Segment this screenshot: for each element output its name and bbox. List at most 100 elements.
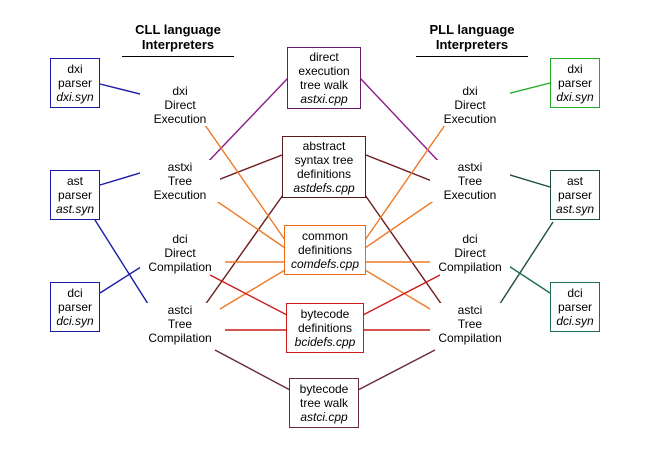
cll-heading-line2: Interpreters <box>141 37 215 52</box>
pll-heading-line2: Interpreters <box>435 37 509 52</box>
cll-dci-parser-line2: parser <box>57 300 92 314</box>
pll-dci-line2: Direct <box>454 246 486 260</box>
cll-ast-parser-line1: ast <box>66 174 83 188</box>
connector-astdefs-left-astci <box>204 194 284 306</box>
cll-ast-parser-file: ast.syn <box>55 202 94 216</box>
pll-ast-parser-box: ast parser ast.syn <box>550 170 600 220</box>
module-astxi-line3: tree walk <box>299 78 349 92</box>
pll-dci-parser-file: dci.syn <box>556 314 594 328</box>
module-astci-file: astci.cpp <box>300 410 348 424</box>
cll-dci-line2: Direct <box>164 246 196 260</box>
cll-astxi-interpreter: astxi Tree Execution <box>140 160 220 202</box>
module-astdefs-line2: syntax tree <box>294 153 354 167</box>
pll-dci-interpreter: dci Direct Compilation <box>430 232 510 274</box>
connector-astci-walk-left <box>214 349 291 391</box>
connector-left-ast-parser-to-astci <box>94 219 156 316</box>
cll-dci-parser-file: dci.syn <box>56 314 94 328</box>
pll-dxi-line2: Direct <box>454 98 486 112</box>
cll-dci-line1: dci <box>172 232 188 246</box>
cll-dxi-parser-line1: dxi <box>67 62 83 76</box>
module-bcidefs-line2: definitions <box>297 321 353 335</box>
cll-astxi-line3: Execution <box>153 188 207 202</box>
cll-heading: CLL language Interpreters <box>118 22 238 57</box>
pll-dxi-parser-file: dxi.syn <box>556 90 594 104</box>
pll-heading-line1: PLL language <box>429 22 515 37</box>
module-bcidefs-line1: bytecode <box>300 307 350 321</box>
module-astdefs-file: astdefs.cpp <box>293 181 355 195</box>
connector-astdefs-right-astxi <box>365 154 443 186</box>
pll-dxi-line1: dxi <box>462 84 478 98</box>
cll-dci-line3: Compilation <box>148 260 212 274</box>
connector-comdefs-left-astxi <box>214 199 286 249</box>
module-bcidefs-file: bcidefs.cpp <box>294 335 356 349</box>
connector-astdefs-right-astci <box>364 194 443 306</box>
cll-dxi-parser-file: dxi.syn <box>56 90 94 104</box>
cll-ast-parser-line2: parser <box>57 188 92 202</box>
module-astdefs-line1: abstract <box>302 139 346 153</box>
bytecode-definitions-box: bytecode definitions bcidefs.cpp <box>286 303 364 353</box>
pll-astxi-interpreter: astxi Tree Execution <box>430 160 510 202</box>
pll-astxi-line1: astxi <box>457 160 483 174</box>
module-astdefs-line3: definitions <box>296 167 352 181</box>
module-comdefs-line1: common <box>301 229 348 243</box>
cll-dci-parser-line1: dci <box>67 286 83 300</box>
pll-astci-line2: Tree <box>457 317 483 331</box>
connector-tree-walk-right <box>359 77 443 166</box>
cll-astxi-line2: Tree <box>167 174 193 188</box>
cll-astxi-line1: astxi <box>167 160 193 174</box>
cll-heading-line1: CLL language <box>135 22 221 37</box>
pll-dci-parser-box: dci parser dci.syn <box>550 282 600 332</box>
cll-dxi-parser-box: dxi parser dxi.syn <box>50 58 100 108</box>
cll-dxi-line3: Execution <box>153 112 207 126</box>
pll-dxi-parser-box: dxi parser dxi.syn <box>550 58 600 108</box>
pll-ast-parser-line1: ast <box>566 174 583 188</box>
pll-astci-interpreter: astci Tree Compilation <box>430 303 510 345</box>
direct-execution-tree-walk-box: direct execution tree walk astxi.cpp <box>287 47 361 109</box>
cll-dxi-line1: dxi <box>172 84 188 98</box>
cll-ast-parser-box: ast parser ast.syn <box>50 170 100 220</box>
pll-astci-line3: Compilation <box>438 331 502 345</box>
pll-dxi-parser-line2: parser <box>557 76 592 90</box>
connector-astci-walk-right <box>357 349 436 391</box>
pll-dci-parser-line2: parser <box>557 300 592 314</box>
cll-astci-line3: Compilation <box>148 331 212 345</box>
connector-comdefs-left-dxi <box>204 124 286 241</box>
cll-astci-line2: Tree <box>167 317 193 331</box>
pll-dci-line1: dci <box>462 232 478 246</box>
abstract-syntax-tree-definitions-box: abstract syntax tree definitions astdefs… <box>282 136 366 198</box>
pll-heading-rule <box>416 56 528 57</box>
connector-comdefs-right-astxi <box>364 199 436 249</box>
connector-bcidefs-right-dci <box>362 274 441 316</box>
pll-dxi-interpreter: dxi Direct Execution <box>430 84 510 126</box>
pll-ast-parser-file: ast.syn <box>555 202 594 216</box>
cll-dxi-line2: Direct <box>164 98 196 112</box>
cll-heading-rule <box>122 56 234 57</box>
common-definitions-box: common definitions comdefs.cpp <box>284 225 366 275</box>
cll-dxi-parser-line2: parser <box>57 76 92 90</box>
pll-astxi-line2: Tree <box>457 174 483 188</box>
module-astci-line1: bytecode <box>299 382 349 396</box>
module-astxi-line2: execution <box>298 64 350 78</box>
cll-dci-interpreter: dci Direct Compilation <box>140 232 220 274</box>
module-astxi-file: astxi.cpp <box>300 92 348 106</box>
connector-right-ast-parser-to-astci <box>491 221 554 317</box>
module-astci-line2: tree walk <box>299 396 349 410</box>
pll-ast-parser-line2: parser <box>557 188 592 202</box>
module-comdefs-file: comdefs.cpp <box>290 257 360 271</box>
cll-dci-parser-box: dci parser dci.syn <box>50 282 100 332</box>
pll-heading: PLL language Interpreters <box>412 22 532 57</box>
cll-astci-interpreter: astci Tree Compilation <box>140 303 220 345</box>
module-comdefs-line2: definitions <box>297 243 353 257</box>
pll-dci-parser-line1: dci <box>567 286 583 300</box>
module-astxi-line1: direct <box>309 50 339 64</box>
connector-bcidefs-left-dci <box>209 274 288 316</box>
cll-astci-line1: astci <box>167 303 193 317</box>
connector-tree-walk-left <box>204 77 289 166</box>
pll-dxi-parser-line1: dxi <box>567 62 583 76</box>
cll-dxi-interpreter: dxi Direct Execution <box>140 84 220 126</box>
pll-astxi-line3: Execution <box>443 188 497 202</box>
pll-dci-line3: Compilation <box>438 260 502 274</box>
connector-comdefs-right-dxi <box>364 124 446 241</box>
connector-comdefs-right-astci <box>364 269 436 313</box>
pll-dxi-line3: Execution <box>443 112 497 126</box>
